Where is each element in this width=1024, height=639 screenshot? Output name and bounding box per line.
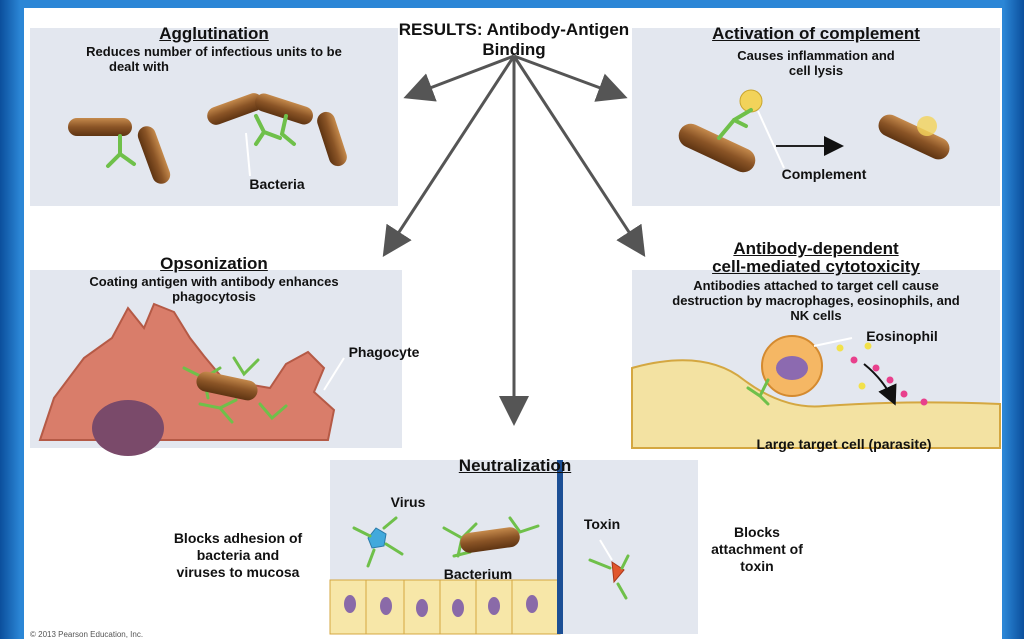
adcc-title: Antibody-dependent cell-mediated cytotox… (632, 240, 1000, 276)
neutralization-left-line: bacteria and (196, 547, 280, 563)
complement-label: Complement (781, 166, 867, 182)
bacterium-shape (460, 527, 520, 553)
agglutination-title: Agglutination (159, 24, 269, 43)
agglutination-description: Reduces number of infectious units to be… (30, 44, 398, 74)
bacterium-shape (878, 114, 950, 160)
agglutination-desc-line: Reduces number of infectious units to be (86, 44, 342, 59)
antibody-shapes (106, 114, 296, 168)
complement-desc-line: Causes inflammation and (737, 48, 895, 63)
neutralization-left-line: viruses to mucosa (176, 564, 300, 580)
bacterium-shape (317, 111, 347, 167)
neutralization-right-description: Blocks attachment of toxin (694, 524, 820, 575)
complement-panel (632, 28, 1000, 206)
adcc-title-line: cell-mediated cytotoxicity (712, 257, 920, 276)
opsonization-desc-line: Coating antigen with antibody enhances (89, 274, 339, 289)
opsonization-illustration (38, 302, 345, 456)
adcc-desc-line: destruction by macrophages, eosinophils,… (672, 293, 960, 308)
adcc-title-line: Antibody-dependent (733, 239, 899, 258)
adcc-desc-line: NK cells (790, 308, 842, 323)
neutralization-right-line: toxin (740, 558, 774, 574)
neutralization-left-description: Blocks adhesion of bacteria and viruses … (150, 530, 326, 581)
copyright-text: © 2013 Pearson Education, Inc. (30, 630, 144, 639)
adcc-description: Antibodies attached to target cell cause… (632, 278, 1000, 323)
bacterium-label: Bacterium (443, 566, 513, 582)
neutralization-right-line: Blocks (734, 524, 780, 540)
target-cell-label: Large target cell (parasite) (756, 436, 932, 452)
neutralization-right-line: attachment of (711, 541, 803, 557)
bacterium-shape (196, 371, 258, 401)
complement-description: Causes inflammation and cell lysis (632, 48, 1000, 78)
toxin-shape (611, 560, 625, 584)
complement-title: Activation of complement (712, 24, 920, 43)
complement-desc-line: cell lysis (788, 63, 844, 78)
neutralization-title: Neutralization (458, 456, 572, 475)
bacterium-shape (68, 118, 132, 136)
mucosa-cells (329, 579, 561, 635)
phagocyte-label: Phagocyte (348, 344, 420, 360)
slide: RESULTS: Antibody-Antigen Binding Agglut… (24, 8, 1002, 639)
results-heading-line1: RESULTS: Antibody-Antigen (398, 20, 630, 39)
results-heading-line2: Binding (482, 40, 546, 59)
granule-shapes (836, 342, 928, 406)
bacterium-shape (137, 126, 171, 184)
eosinophil-label: Eosinophil (866, 328, 938, 344)
adcc-desc-line: Antibodies attached to target cell cause (693, 278, 939, 293)
result-arrows (382, 54, 646, 426)
bacterium-shape (255, 93, 313, 125)
bacteria-label: Bacteria (249, 176, 305, 192)
complement-illustration (678, 89, 950, 173)
bacterium-shape (207, 93, 263, 125)
opsonization-desc-line: phagocytosis (172, 289, 256, 304)
results-heading: RESULTS: Antibody-Antigen Binding (354, 20, 674, 60)
adcc-illustration (631, 335, 1001, 449)
neutralization-left-line: Blocks adhesion of (173, 530, 303, 546)
bacterium-shape (678, 123, 756, 173)
virus-label: Virus (390, 494, 426, 510)
neutralization-illustration (329, 460, 630, 635)
agglutination-illustration (68, 93, 347, 184)
target-cell-shape (631, 359, 1001, 449)
toxin-label: Toxin (583, 516, 621, 532)
opsonization-title: Opsonization (160, 254, 268, 273)
virus-shape (367, 527, 387, 549)
agglutination-desc-line: dealt with (109, 59, 169, 74)
diagram-graphics (38, 54, 1001, 635)
phagocyte-shape (38, 302, 336, 441)
opsonization-description: Coating antigen with antibody enhances p… (30, 274, 398, 304)
